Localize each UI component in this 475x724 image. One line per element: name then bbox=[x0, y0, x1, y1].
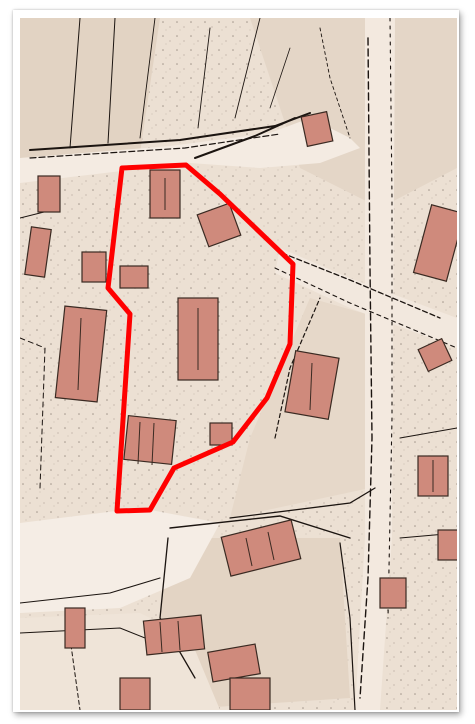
building bbox=[300, 110, 334, 148]
field-bottom-right bbox=[160, 538, 350, 708]
ink-lines bbox=[20, 18, 457, 710]
building bbox=[119, 677, 151, 710]
building bbox=[284, 349, 340, 421]
building bbox=[417, 337, 453, 373]
building bbox=[196, 202, 242, 248]
building bbox=[379, 577, 407, 609]
building bbox=[119, 265, 149, 289]
building bbox=[37, 175, 61, 213]
building bbox=[412, 204, 457, 282]
cadastral-map bbox=[20, 18, 457, 710]
buildings bbox=[24, 110, 457, 710]
building bbox=[54, 305, 108, 403]
building bbox=[123, 414, 177, 466]
highlighted-plot-outline bbox=[105, 162, 296, 514]
building bbox=[81, 251, 107, 283]
building bbox=[64, 607, 86, 649]
building bbox=[24, 226, 52, 278]
field-top-left bbox=[20, 18, 160, 158]
road-bottom-wide bbox=[20, 508, 220, 613]
building bbox=[437, 529, 457, 561]
building-details bbox=[77, 178, 434, 653]
building bbox=[142, 614, 206, 656]
road-vertical-right bbox=[355, 18, 395, 710]
building bbox=[229, 677, 271, 710]
map-viewport bbox=[20, 18, 457, 710]
building bbox=[220, 519, 302, 577]
